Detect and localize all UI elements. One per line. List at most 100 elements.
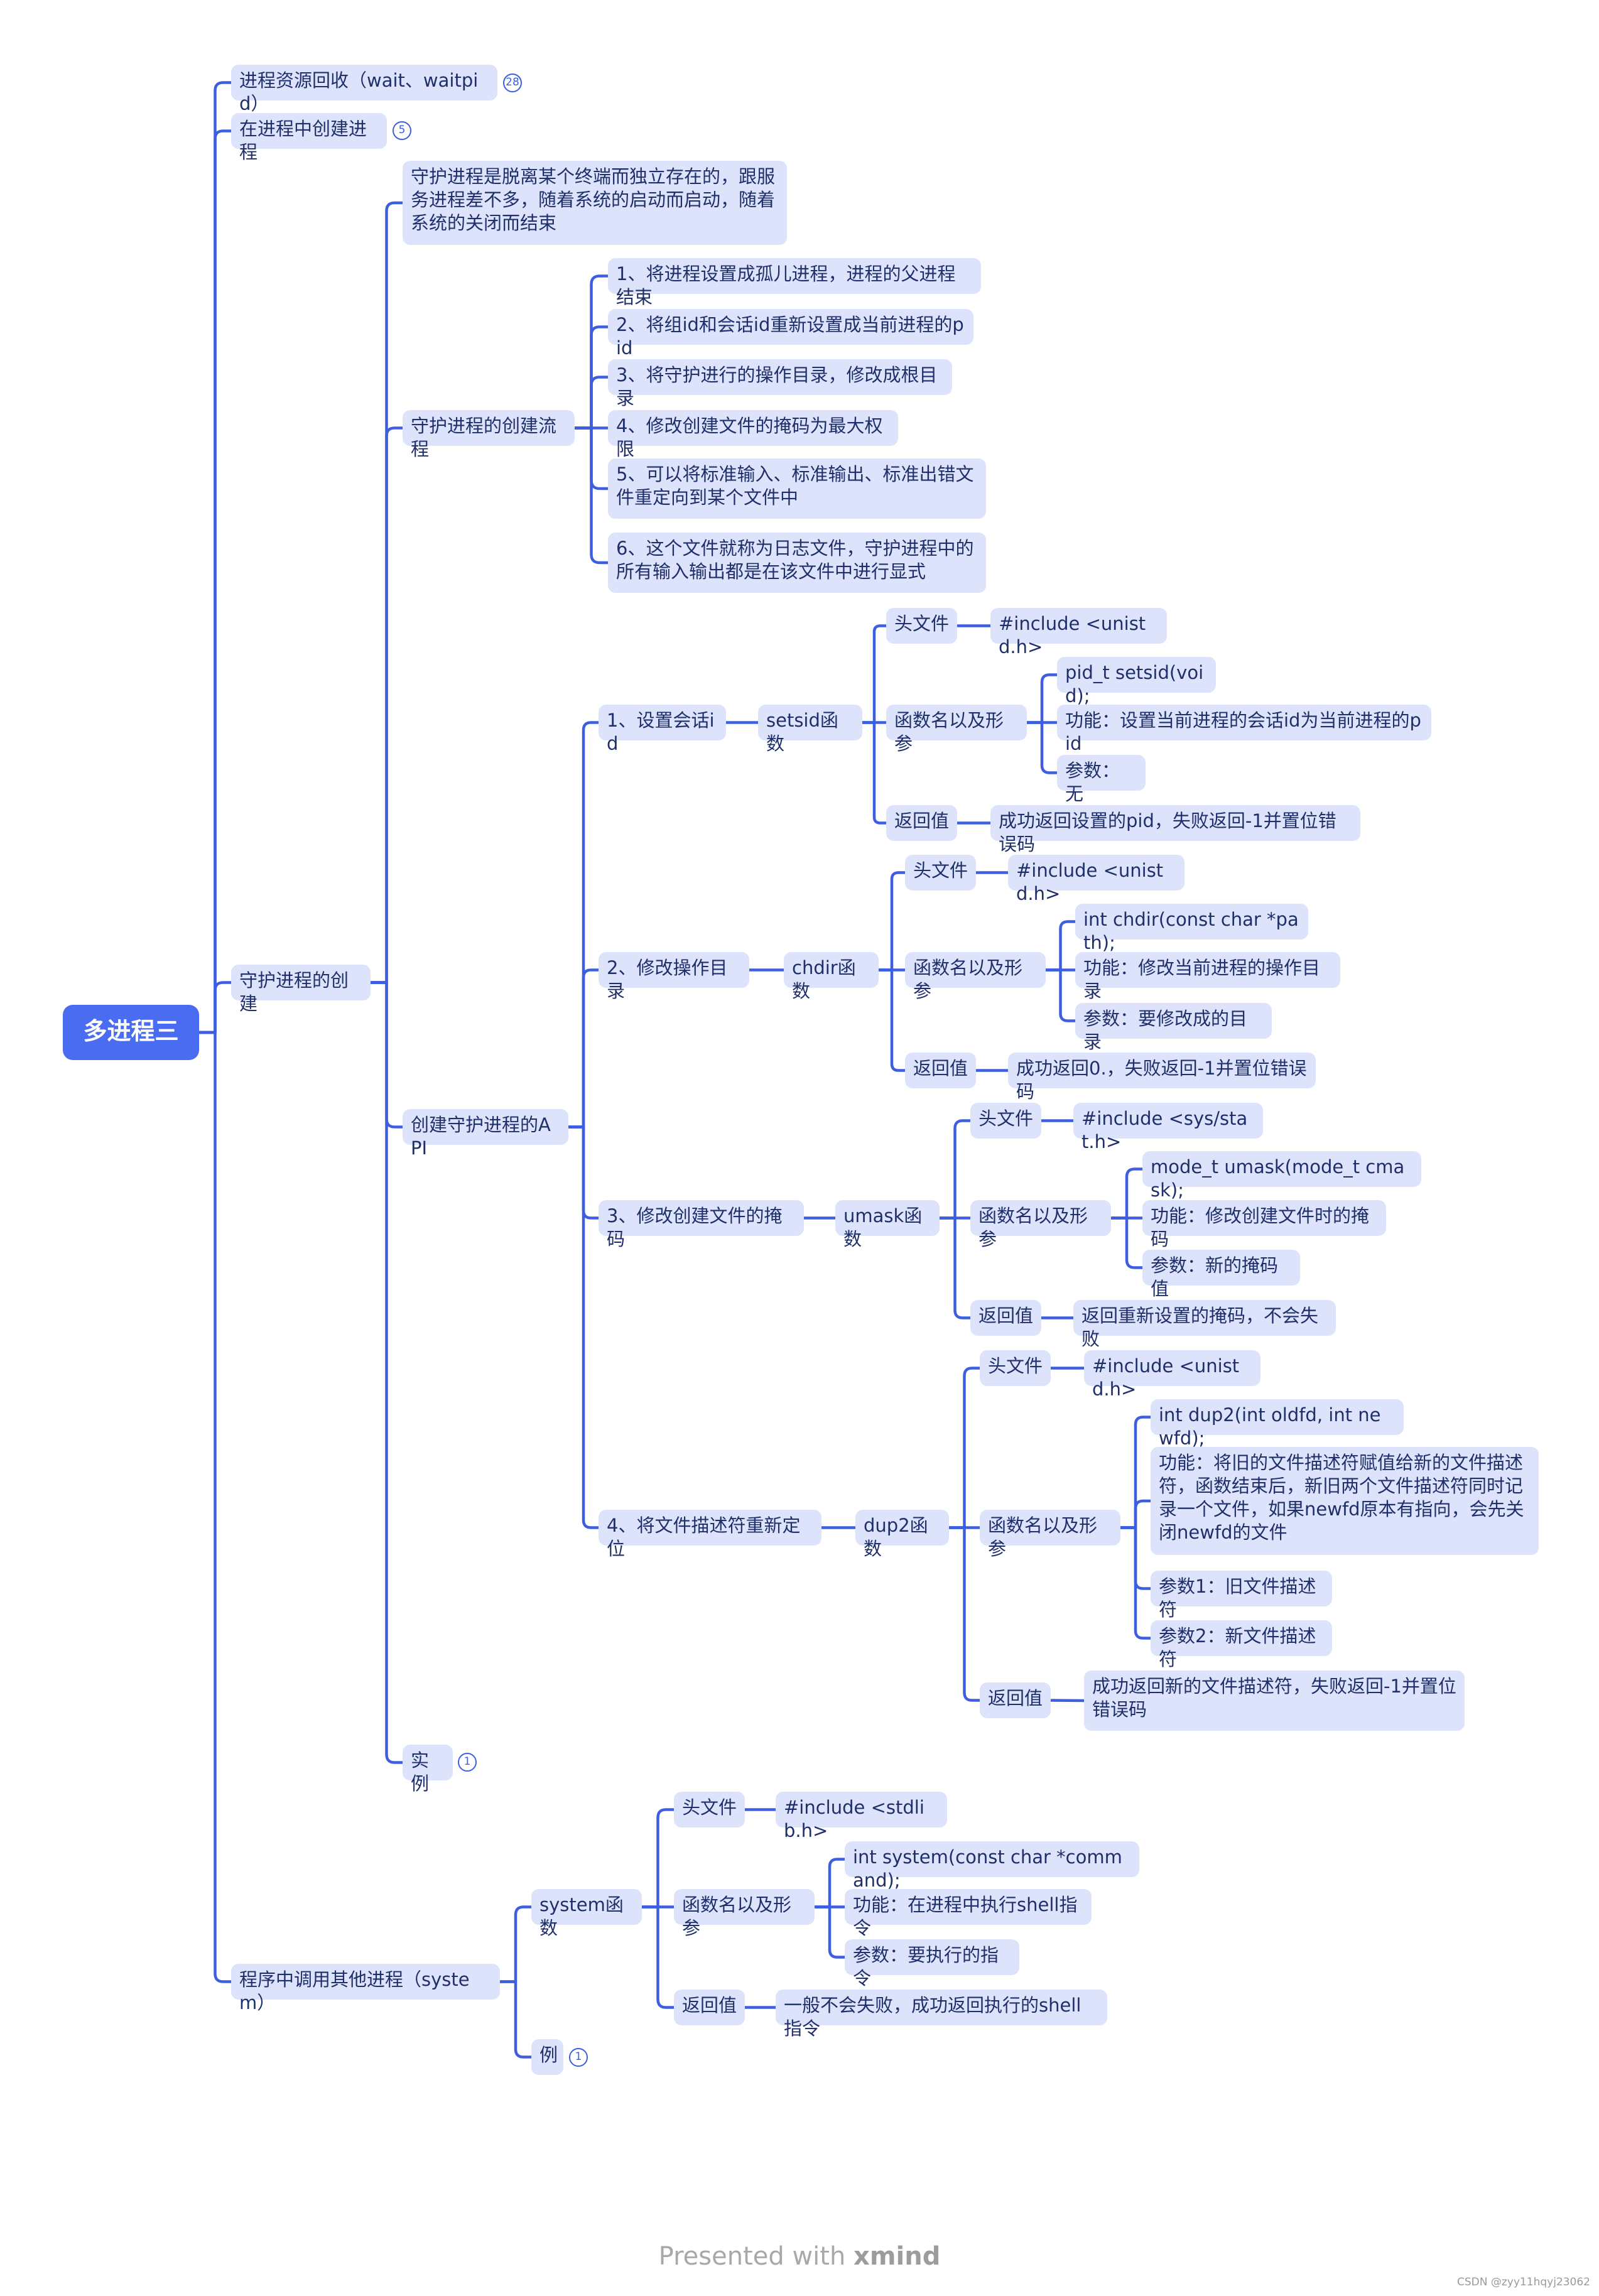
umask-proto-params[interactable]: 参数：新的掩码值 [1142,1250,1300,1299]
connector-flow-to-s2 [573,376,610,430]
api-func-dup2[interactable]: dup2函数 [855,1510,949,1559]
setsid-proto-params[interactable]: 参数：无 [1057,755,1146,804]
dup2-proto-signature[interactable]: int dup2(int oldfd, int newfd); [1151,1399,1404,1449]
setsid-proto-signature[interactable]: pid_t setsid(void); [1057,657,1216,707]
system-example[interactable]: 例 [531,2039,563,2075]
system-func[interactable]: system函数 [531,1889,642,1939]
connector-root-to-create [197,129,233,1034]
dup2-proto-label[interactable]: 函数名以及形参 [980,1510,1120,1559]
setsid-return-value[interactable]: 成功返回设置的pid，失败返回-1并置位错误码 [990,805,1360,855]
chdir-return-value[interactable]: 成功返回0.，失败返回-1并置位错误码 [1008,1053,1316,1102]
setsid-return-label[interactable]: 返回值 [886,805,957,841]
connector-a1p-to-a1p2 [1044,968,1077,1022]
connector-daemon-to-example [369,981,404,1764]
umask-proto-function[interactable]: 功能：修改创建文件时的掩码 [1142,1200,1386,1250]
connector-sp-to-sp0 [813,1858,847,1909]
chdir-proto-label[interactable]: 函数名以及形参 [905,952,1046,1002]
connector-a3p-to-a3p1 [1119,1499,1152,1529]
system-example-count-badge[interactable]: 1 [569,2048,588,2067]
connector-sf-to-sh [640,1808,676,1909]
connector-daemon-to-flow [369,426,404,984]
dup2-proto-param-2[interactable]: 参数2：新文件描述符 [1151,1620,1332,1670]
umask-return-value[interactable]: 返回重新设置的掩码，不会失败 [1073,1300,1336,1350]
connector-a0p-to-a0p2 [1025,721,1059,774]
api-step-redirect-fd[interactable]: 4、将文件描述符重新定位 [599,1510,821,1559]
umask-header-label[interactable]: 头文件 [970,1103,1041,1139]
umask-proto-signature[interactable]: mode_t umask(mode_t cmask); [1142,1151,1421,1201]
chdir-proto-function[interactable]: 功能：修改当前进程的操作目录 [1075,952,1340,1002]
system-return-label[interactable]: 返回值 [674,1990,745,2025]
connector-api-to-a0 [566,721,600,1129]
chdir-proto-signature[interactable]: int chdir(const char *path); [1075,904,1308,953]
xmind-logo: xmind [854,2242,941,2271]
connector-a1p-to-a1p0 [1044,920,1077,972]
chdir-header-value[interactable]: #include <unistd.h> [1008,855,1184,904]
dup2-return-label[interactable]: 返回值 [980,1682,1051,1718]
daemon-description[interactable]: 守护进程是脱离某个终端而独立存在的，跟服务进程差不多，随着系统的启动而启动，随着… [403,161,787,245]
flow-step-5[interactable]: 5、可以将标准输入、标准输出、标准出错文件重定向到某个文件中 [608,458,986,519]
connector-a3f-to-a3r [947,1526,982,1702]
connector-system-to-sx [498,1980,533,2059]
connector-daemon-to-desc [369,201,404,984]
setsid-header-label[interactable]: 头文件 [886,608,957,644]
setsid-proto-label[interactable]: 函数名以及形参 [886,705,1027,754]
connector-a0p-to-a0p0 [1025,673,1059,724]
umask-proto-label[interactable]: 函数名以及形参 [970,1200,1111,1250]
dup2-header-value[interactable]: #include <unistd.h> [1084,1350,1260,1400]
connector-api-to-a3 [566,1125,600,1529]
topic-daemon-flow[interactable]: 守护进程的创建流程 [403,410,575,460]
connector-api-to-a1 [566,968,600,1129]
create-count-badge[interactable]: 5 [393,121,411,140]
system-proto-label[interactable]: 函数名以及形参 [674,1889,815,1939]
flow-step-3[interactable]: 3、将守护进行的操作目录，修改成根目录 [608,359,952,409]
topic-daemon-creation[interactable]: 守护进程的创建 [231,965,371,1014]
chdir-proto-params[interactable]: 参数：要修改成的目录 [1075,1003,1272,1053]
topic-call-other-process[interactable]: 程序中调用其他进程（system） [231,1964,500,2013]
dup2-return-value[interactable]: 成功返回新的文件描述符，失败返回-1并置位错误码 [1084,1671,1465,1731]
system-proto-params[interactable]: 参数：要执行的指令 [845,1939,1019,1989]
system-header-value[interactable]: #include <stdlib.h> [776,1792,947,1841]
reclaim-count-badge[interactable]: 28 [503,73,522,92]
api-step-set-session-id[interactable]: 1、设置会话id [599,705,726,754]
flow-step-2[interactable]: 2、将组id和会话id重新设置成当前进程的pid [608,309,973,359]
api-func-chdir[interactable]: chdir函数 [784,952,879,1002]
connector-flow-to-s1 [573,325,610,430]
example-count-badge[interactable]: 1 [458,1753,477,1772]
connector-a3p-to-a3p3 [1119,1526,1152,1640]
umask-return-label[interactable]: 返回值 [970,1300,1041,1336]
system-proto-function[interactable]: 功能：在进程中执行shell指令 [845,1889,1092,1939]
dup2-proto-function[interactable]: 功能：将旧的文件描述符赋值给新的文件描述符，函数结束后，新旧两个文件描述符同时记… [1151,1447,1539,1555]
connector-root-to-reclaim [197,81,233,1034]
root-topic[interactable]: 多进程三 [63,1005,199,1060]
topic-daemon-api[interactable]: 创建守护进程的API [403,1109,568,1159]
system-return-value[interactable]: 一般不会失败，成功返回执行的shell指令 [776,1990,1107,2039]
setsid-header-value[interactable]: #include <unistd.h> [990,608,1167,658]
connector-a1f-to-a1h [877,871,907,972]
chdir-header-label[interactable]: 头文件 [905,855,976,891]
api-step-change-umask[interactable]: 3、修改创建文件的掩码 [599,1200,804,1250]
api-func-umask[interactable]: umask函数 [835,1200,940,1250]
connector-sf-to-sr [640,1905,676,2009]
topic-daemon-example[interactable]: 实例 [403,1745,453,1794]
flow-step-6[interactable]: 6、这个文件就称为日志文件，守护进程中的所有输入输出都是在该文件中进行显式 [608,533,986,593]
topic-create-process[interactable]: 在进程中创建进程 [231,113,387,163]
connector-a1f-to-a1r [877,968,907,1072]
chdir-return-label[interactable]: 返回值 [905,1053,976,1088]
dup2-header-label[interactable]: 头文件 [980,1350,1051,1386]
api-step-change-dir[interactable]: 2、修改操作目录 [599,952,749,1002]
umask-header-value[interactable]: #include <sys/stat.h> [1073,1103,1263,1152]
flow-step-1[interactable]: 1、将进程设置成孤儿进程，进程的父进程结束 [608,258,981,308]
api-func-setsid[interactable]: setsid函数 [758,705,862,754]
connector-flow-to-s0 [573,274,610,430]
topic-process-reclaim[interactable]: 进程资源回收（wait、waitpid） [231,65,497,114]
system-header-label[interactable]: 头文件 [674,1792,745,1828]
connector-sp-to-sp2 [813,1905,847,1959]
connector-a2f-to-a2r [938,1216,972,1319]
system-proto-signature[interactable]: int system(const char *command); [845,1841,1139,1891]
connector-a2p-to-a2p2 [1109,1216,1144,1269]
setsid-proto-function[interactable]: 功能：设置当前进程的会话id为当前进程的pid [1057,705,1431,754]
dup2-proto-param-1[interactable]: 参数1：旧文件描述符 [1151,1571,1332,1620]
flow-step-4[interactable]: 4、修改创建文件的掩码为最大权限 [608,410,898,460]
